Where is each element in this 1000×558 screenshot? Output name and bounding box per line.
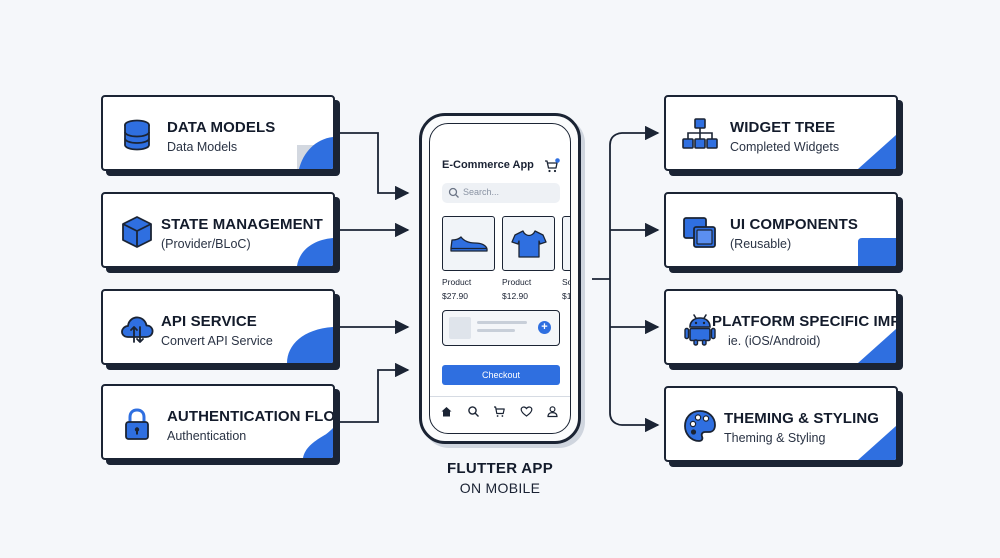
sneaker-icon bbox=[442, 216, 495, 271]
hierarchy-icon bbox=[682, 117, 718, 153]
database-icon bbox=[119, 117, 155, 153]
cart-icon[interactable] bbox=[544, 158, 560, 174]
text-placeholder-line bbox=[477, 329, 515, 332]
card-title: DATA MODELS bbox=[167, 119, 276, 136]
profile-icon[interactable] bbox=[546, 405, 559, 418]
corner-accent bbox=[856, 230, 896, 266]
caption-title: FLUTTER APP bbox=[446, 460, 554, 477]
product-price: $1 bbox=[562, 291, 571, 301]
product-name: Product bbox=[502, 277, 532, 287]
card-title: AUTHENTICATION FLOW bbox=[167, 408, 335, 425]
card-subtitle: Convert API Service bbox=[161, 334, 273, 348]
card-subtitle: ie. (iOS/Android) bbox=[728, 334, 821, 348]
phone-screen: E-Commerce App Search... Product $27.90 … bbox=[429, 123, 571, 434]
corner-accent bbox=[285, 323, 333, 363]
cube-icon bbox=[119, 214, 155, 250]
corner-accent bbox=[293, 133, 333, 169]
search-icon[interactable] bbox=[467, 405, 480, 418]
caption-subtitle: ON MOBILE bbox=[459, 480, 541, 496]
text-placeholder-line bbox=[477, 321, 527, 324]
card-subtitle: Theming & Styling bbox=[724, 431, 826, 445]
card-api-service: API SERVICE Convert API Service bbox=[101, 289, 335, 365]
heart-icon[interactable] bbox=[520, 405, 533, 418]
card-title: STATE MANAGEMENT bbox=[161, 216, 323, 233]
card-subtitle: Data Models bbox=[167, 140, 238, 154]
app-title: E-Commerce App bbox=[442, 159, 534, 171]
search-placeholder: Search... bbox=[463, 187, 500, 197]
phone-side-button bbox=[580, 218, 584, 238]
card-title: UI COMPONENTS bbox=[730, 216, 858, 233]
card-platform-specific: PLATFORM SPECIFIC IMPL. ie. (iOS/Android… bbox=[664, 289, 898, 365]
card-title: API SERVICE bbox=[161, 313, 257, 330]
phone-side-button bbox=[580, 186, 584, 212]
home-icon[interactable] bbox=[440, 405, 453, 418]
card-subtitle: Authentication bbox=[167, 429, 247, 443]
layers-icon bbox=[682, 214, 718, 250]
cart-icon[interactable] bbox=[493, 405, 506, 418]
card-authentication-flow: AUTHENTICATION FLOW Authentication bbox=[101, 384, 335, 460]
cloud-sync-icon bbox=[119, 311, 155, 347]
palette-icon bbox=[682, 408, 718, 444]
android-icon bbox=[682, 311, 718, 347]
card-subtitle: (Provider/BLoC) bbox=[161, 237, 251, 251]
product-card[interactable]: Product $27.90 bbox=[442, 216, 495, 301]
checkout-button[interactable]: Checkout bbox=[442, 365, 560, 385]
cart-item-card[interactable]: + bbox=[442, 310, 560, 346]
corner-accent bbox=[856, 133, 896, 169]
card-state-management: STATE MANAGEMENT (Provider/BLoC) bbox=[101, 192, 335, 268]
corner-accent bbox=[293, 230, 333, 266]
search-input[interactable]: Search... bbox=[442, 183, 560, 203]
card-subtitle: (Reusable) bbox=[730, 237, 792, 251]
arrow-authentication bbox=[340, 362, 410, 423]
product-name: Product bbox=[442, 277, 472, 287]
card-title: THEMING & STYLING bbox=[724, 410, 880, 427]
corner-accent bbox=[856, 424, 896, 460]
lock-icon bbox=[119, 406, 155, 442]
add-button[interactable]: + bbox=[538, 321, 551, 334]
bottom-nav-divider bbox=[430, 396, 570, 397]
card-theming-styling: THEMING & STYLING Theming & Styling bbox=[664, 386, 898, 462]
bracket-right bbox=[609, 132, 623, 426]
search-icon bbox=[448, 187, 460, 199]
item-thumbnail bbox=[449, 317, 471, 339]
product-price: $12.90 bbox=[502, 291, 528, 301]
product-price: $27.90 bbox=[442, 291, 468, 301]
card-title: WIDGET TREE bbox=[730, 119, 836, 136]
tshirt-icon bbox=[502, 216, 555, 271]
product-name: So bbox=[562, 277, 570, 287]
card-widget-tree: WIDGET TREE Completed Widgets bbox=[664, 95, 898, 171]
card-title: PLATFORM SPECIFIC IMPL. bbox=[712, 313, 898, 330]
arrow-data-models bbox=[340, 132, 410, 201]
product-card[interactable]: So $1 bbox=[562, 216, 571, 301]
card-data-models: DATA MODELS Data Models bbox=[101, 95, 335, 171]
card-subtitle: Completed Widgets bbox=[730, 140, 840, 154]
product-image bbox=[562, 216, 570, 271]
product-card[interactable]: Product $12.90 bbox=[502, 216, 555, 301]
corner-accent bbox=[856, 327, 896, 363]
card-ui-components: UI COMPONENTS (Reusable) bbox=[664, 192, 898, 268]
phone-mockup: E-Commerce App Search... Product $27.90 … bbox=[419, 113, 581, 444]
corner-accent bbox=[293, 422, 333, 458]
